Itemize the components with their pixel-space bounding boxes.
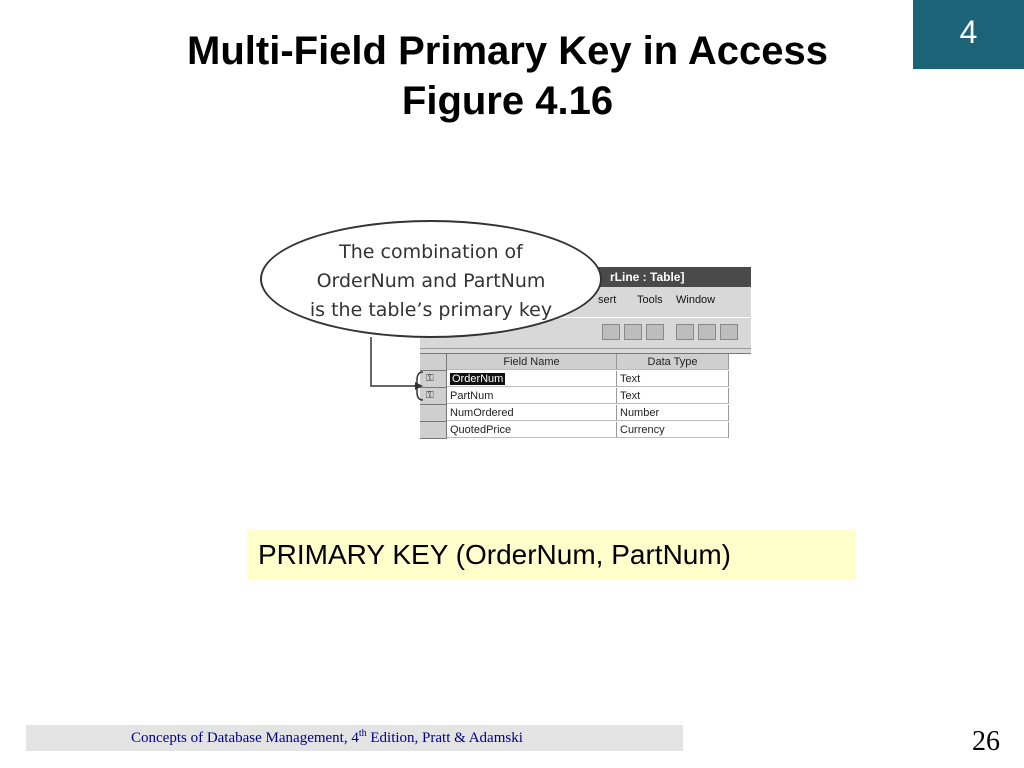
table-row[interactable]: NumOrdered Number [420, 405, 751, 422]
grid-header-row: Field Name Data Type [420, 354, 751, 371]
primary-key-statement: PRIMARY KEY (OrderNum, PartNum) [247, 529, 856, 580]
print-icon[interactable] [602, 324, 620, 340]
cut-icon[interactable] [676, 324, 694, 340]
callout-line1: The combination of [339, 241, 523, 263]
callout-line2: OrderNum and PartNum [316, 270, 546, 292]
callout-connector [370, 337, 424, 401]
slide-title-line2: Figure 4.16 [401, 79, 614, 123]
data-type-cell[interactable]: Text [617, 388, 729, 404]
menu-item-window[interactable]: Window [676, 294, 716, 306]
field-name-cell[interactable]: NumOrdered [447, 405, 617, 421]
table-row[interactable]: QuotedPrice Currency [420, 422, 751, 439]
field-name-cell[interactable]: PartNum [447, 388, 617, 404]
menu-item-tools[interactable]: Tools [637, 294, 663, 306]
preview-icon[interactable] [624, 324, 642, 340]
copy-icon[interactable] [698, 324, 716, 340]
column-header-field-name: Field Name [447, 354, 617, 370]
column-header-data-type: Data Type [617, 354, 729, 370]
toolbar [420, 317, 751, 349]
field-name-cell[interactable]: QuotedPrice [447, 422, 617, 438]
table-row[interactable]: ⚿ PartNum Text [420, 388, 751, 405]
menu-item-insert[interactable]: sert [598, 294, 617, 306]
spelling-icon[interactable] [646, 324, 664, 340]
field-grid: Field Name Data Type ⚿ OrderNum Text ⚿ P… [420, 353, 751, 451]
slide-title: Multi-Field Primary Key in Access Figure… [100, 26, 915, 126]
data-type-cell[interactable]: Text [617, 371, 729, 387]
slide-title-line1: Multi-Field Primary Key in Access [187, 29, 828, 73]
field-name-cell: OrderNum [450, 373, 506, 385]
data-type-cell[interactable]: Number [617, 405, 729, 421]
chapter-badge: 4 [913, 0, 1024, 69]
callout-line3: is the table’s primary key [309, 299, 553, 321]
key-icon: ⚿ [426, 390, 434, 401]
paste-icon[interactable] [720, 324, 738, 340]
figure-4-16: rLine : Table] sert Tools Window Field N… [255, 215, 755, 455]
footer-bar: Concepts of Database Management, 4th Edi… [26, 725, 683, 751]
page-number: 26 [972, 726, 1000, 757]
key-icon: ⚿ [426, 373, 434, 384]
table-row[interactable]: ⚿ OrderNum Text [420, 371, 751, 388]
callout-bubble: The combination of OrderNum and PartNum … [260, 220, 602, 338]
footer-citation: Concepts of Database Management, 4th Edi… [131, 728, 523, 747]
data-type-cell[interactable]: Currency [617, 422, 729, 438]
menu-bar: sert Tools Window [420, 289, 751, 313]
